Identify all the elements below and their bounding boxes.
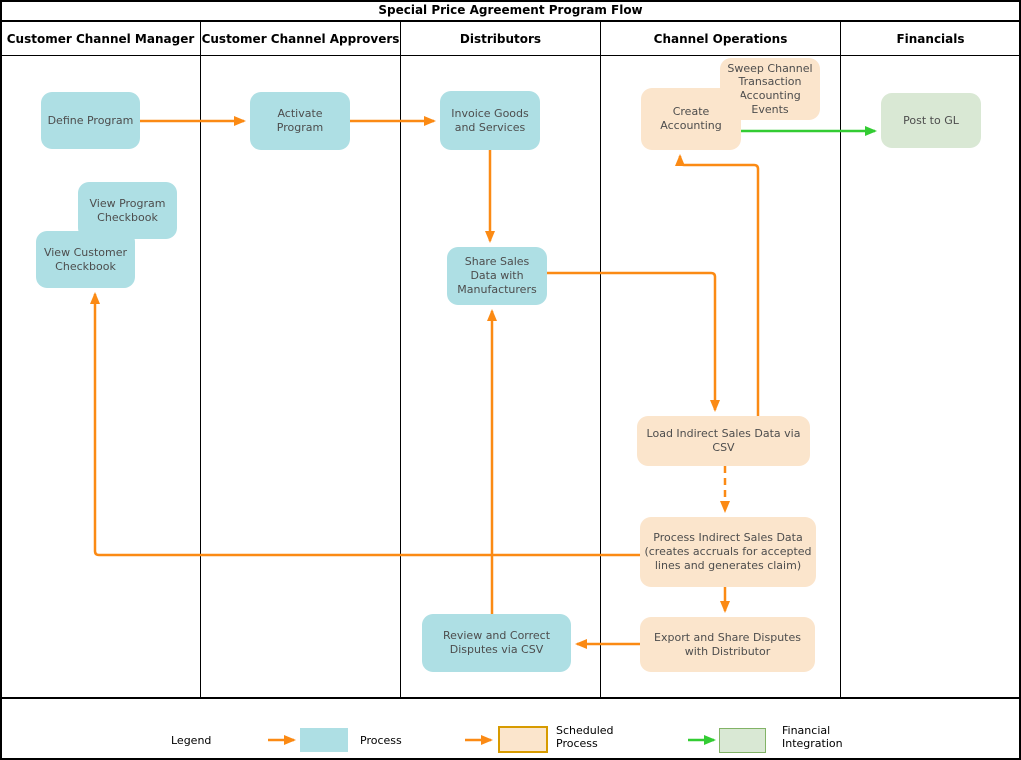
legend-financial-integration-swatch: [719, 728, 766, 753]
legend-scheduled-process-label: Scheduled Process: [556, 724, 614, 751]
node-view-customer-checkbook: View Customer Checkbook: [36, 231, 135, 288]
legend-process-label: Process: [360, 734, 402, 747]
lane-divider: [200, 56, 201, 697]
lanes-bottom-border: [0, 697, 1021, 699]
arrow-load-to-create-accounting: [675, 154, 760, 416]
legend-process-swatch: [300, 728, 348, 752]
node-load-indirect-sales: Load Indirect Sales Data via CSV: [637, 416, 810, 466]
node-share-sales-data: Share Sales Data with Manufacturers: [447, 247, 547, 305]
lane-divider: [400, 56, 401, 697]
lane-divider: [840, 56, 841, 697]
arrow-share-to-load: [547, 271, 720, 412]
node-define-program: Define Program: [41, 92, 140, 149]
node-invoice-goods-services: Invoice Goods and Services: [440, 91, 540, 150]
legend-financial-integration-label: Financial Integration: [782, 724, 843, 751]
legend-scheduled-process-swatch: [498, 726, 548, 753]
legend-title: Legend: [171, 734, 212, 747]
node-view-program-checkbook: View Program Checkbook: [78, 182, 177, 239]
node-activate-program: Activate Program: [250, 92, 350, 150]
diagram-title: Special Price Agreement Program Flow: [0, 0, 1021, 21]
arrow-process-to-view-customer-checkbook: [90, 292, 640, 557]
node-process-indirect-sales: Process Indirect Sales Data (creates acc…: [640, 517, 816, 587]
node-review-correct-disputes: Review and Correct Disputes via CSV: [422, 614, 571, 672]
node-export-share-disputes: Export and Share Disputes with Distribut…: [640, 617, 815, 672]
lane-divider: [600, 56, 601, 697]
node-sweep-channel-events: Sweep Channel Transaction Accounting Eve…: [720, 58, 820, 120]
node-post-to-gl: Post to GL: [881, 93, 981, 148]
node-create-accounting: Create Accounting: [641, 88, 741, 150]
